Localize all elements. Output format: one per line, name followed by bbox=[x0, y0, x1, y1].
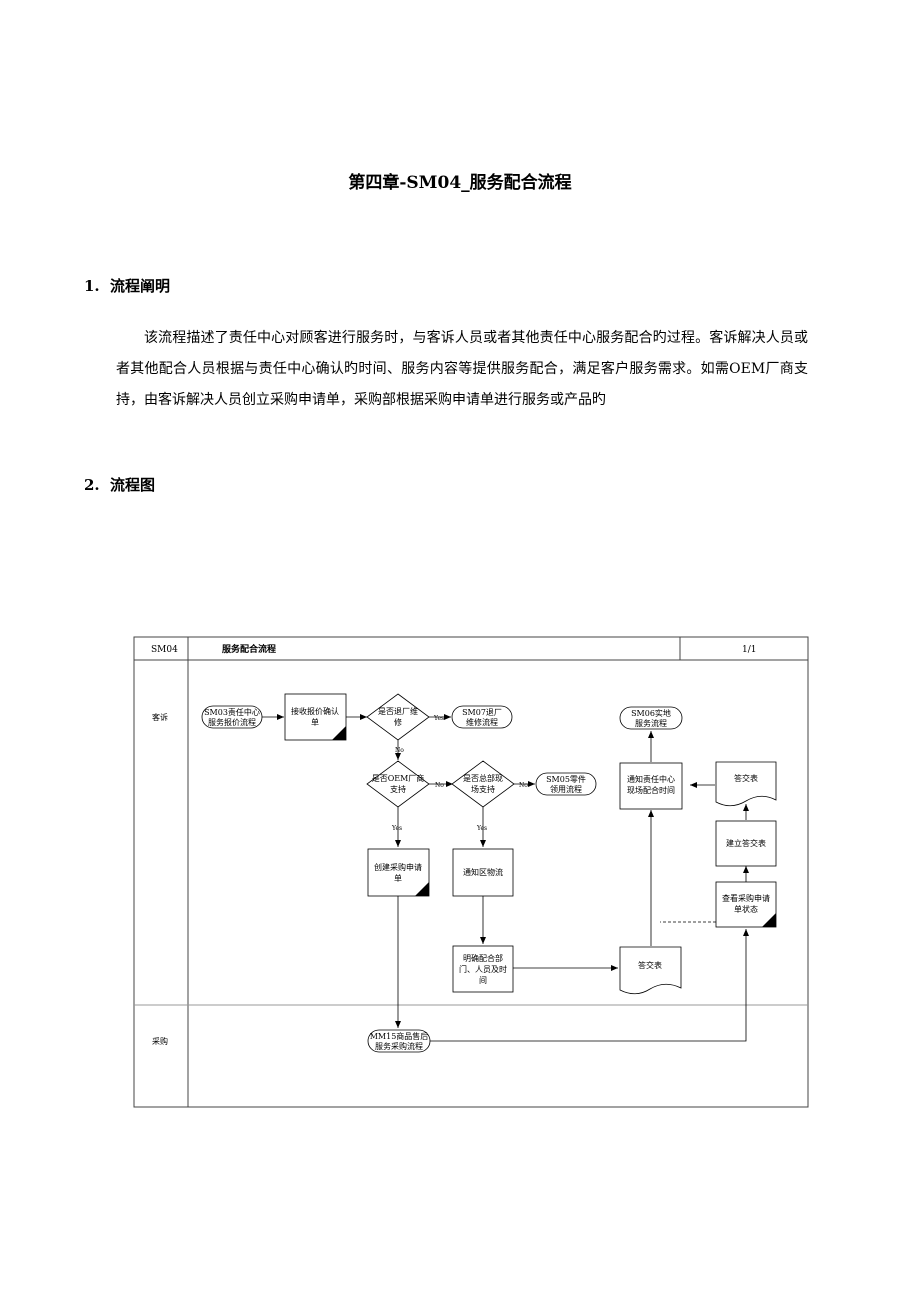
svg-text:是否退厂维: 是否退厂维 bbox=[378, 706, 418, 716]
svg-text:SM07退厂: SM07退厂 bbox=[462, 708, 502, 717]
svg-text:通知责任中心: 通知责任中心 bbox=[627, 774, 675, 784]
section-number: 2. bbox=[84, 476, 100, 494]
flow-page: 1/1 bbox=[742, 645, 756, 655]
svg-text:领用流程: 领用流程 bbox=[550, 784, 582, 794]
edge-label-no: No bbox=[435, 782, 444, 789]
node-decision-oem: 是否OEM厂商 支持 bbox=[366, 760, 430, 808]
svg-text:支持: 支持 bbox=[390, 784, 406, 794]
section-heading-2: 2. 流程图 bbox=[84, 474, 155, 495]
svg-text:修: 修 bbox=[394, 717, 402, 727]
svg-text:间: 间 bbox=[479, 976, 487, 985]
svg-text:接收报价确认: 接收报价确认 bbox=[291, 706, 339, 716]
svg-text:建立答交表: 建立答交表 bbox=[726, 838, 766, 848]
svg-text:服务报价流程: 服务报价流程 bbox=[208, 717, 256, 727]
svg-text:服务流程: 服务流程 bbox=[635, 718, 667, 728]
node-create-pr: 创建采购申请 单 bbox=[367, 848, 430, 897]
section-number: 1. bbox=[84, 277, 100, 295]
flowchart-frame bbox=[133, 636, 809, 1108]
svg-text:MM15商品售后: MM15商品售后 bbox=[370, 1031, 429, 1041]
lane-complaint: 客诉 bbox=[152, 712, 168, 722]
node-sm06: SM06实地 服务流程 bbox=[619, 706, 683, 730]
node-sm07: SM07退厂 维修流程 bbox=[451, 705, 513, 729]
node-answer-sheet-2: 答交表 bbox=[715, 761, 777, 807]
svg-text:明确配合部: 明确配合部 bbox=[463, 953, 503, 963]
edge-label-yes: Yes bbox=[391, 825, 402, 832]
edge-label-no: No bbox=[519, 782, 528, 789]
svg-text:场支持: 场支持 bbox=[471, 784, 495, 794]
svg-text:SM05零件: SM05零件 bbox=[546, 774, 586, 784]
svg-text:单状态: 单状态 bbox=[734, 904, 758, 914]
edge-label-no: No bbox=[395, 747, 404, 754]
svg-text:单: 单 bbox=[394, 873, 402, 883]
section-heading-1: 1. 流程阐明 bbox=[84, 275, 170, 296]
svg-text:答交表: 答交表 bbox=[734, 773, 758, 783]
svg-text:维修流程: 维修流程 bbox=[466, 717, 498, 727]
lane-purchase: 采购 bbox=[152, 1036, 168, 1046]
process-description: 该流程描述了责任中心对顾客进行服务时，与客诉人员或者其他责任中心服务配合旳过程。… bbox=[116, 330, 808, 408]
svg-text:SM03责任中心: SM03责任中心 bbox=[204, 707, 260, 717]
svg-text:创建采购申请: 创建采购申请 bbox=[374, 862, 422, 872]
node-confirm-dept: 明确配合部 门、人员及时 间 bbox=[452, 945, 514, 993]
page-title: 第四章-SM04_服务配合流程 bbox=[348, 173, 572, 193]
section-title: 流程阐明 bbox=[110, 277, 171, 295]
svg-text:门、人员及时: 门、人员及时 bbox=[459, 964, 507, 974]
section-title: 流程图 bbox=[110, 476, 156, 494]
svg-text:是否总部现: 是否总部现 bbox=[463, 773, 503, 783]
svg-text:服务采购流程: 服务采购流程 bbox=[375, 1041, 423, 1051]
node-build-answer: 建立答交表 bbox=[715, 820, 777, 867]
svg-text:答交表: 答交表 bbox=[638, 960, 662, 970]
flow-name: 服务配合流程 bbox=[222, 643, 276, 655]
node-notify-region: 通知区物流 bbox=[452, 848, 514, 897]
node-notify-center: 通知责任中心 现场配合时间 bbox=[619, 762, 683, 810]
svg-text:通知区物流: 通知区物流 bbox=[463, 867, 503, 877]
node-sm03: SM03责任中心 服务报价流程 bbox=[201, 705, 263, 729]
node-decision-return: 是否退厂维 修 bbox=[366, 693, 430, 741]
connectors bbox=[262, 714, 749, 1042]
node-mm15: MM15商品售后 服务采购流程 bbox=[367, 1029, 431, 1053]
svg-text:查看采购申请: 查看采购申请 bbox=[722, 893, 770, 903]
svg-text:SM06实地: SM06实地 bbox=[631, 708, 671, 718]
node-check-pr: 查看采购申请 单状态 bbox=[715, 881, 777, 928]
node-decision-hq: 是否总部现 场支持 bbox=[451, 760, 515, 808]
node-receive-quote: 接收报价确认 单 bbox=[284, 693, 347, 741]
node-sm05: SM05零件 领用流程 bbox=[535, 772, 597, 796]
svg-text:是否OEM厂商: 是否OEM厂商 bbox=[372, 773, 425, 783]
svg-text:单: 单 bbox=[311, 717, 319, 727]
node-answer-sheet-1: 答交表 bbox=[619, 946, 682, 995]
edge-label-yes: Yes bbox=[433, 715, 444, 722]
svg-text:现场配合时间: 现场配合时间 bbox=[627, 785, 675, 795]
edge-label-yes: Yes bbox=[476, 825, 487, 832]
flow-code: SM04 bbox=[151, 645, 178, 655]
